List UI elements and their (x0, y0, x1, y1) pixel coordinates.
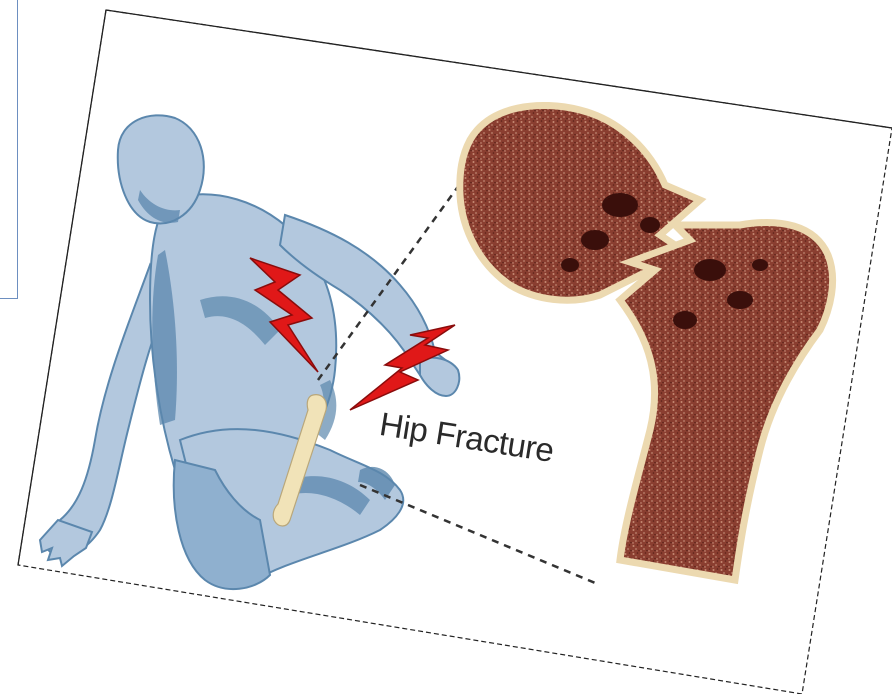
hip-fracture-illustration (0, 0, 892, 694)
